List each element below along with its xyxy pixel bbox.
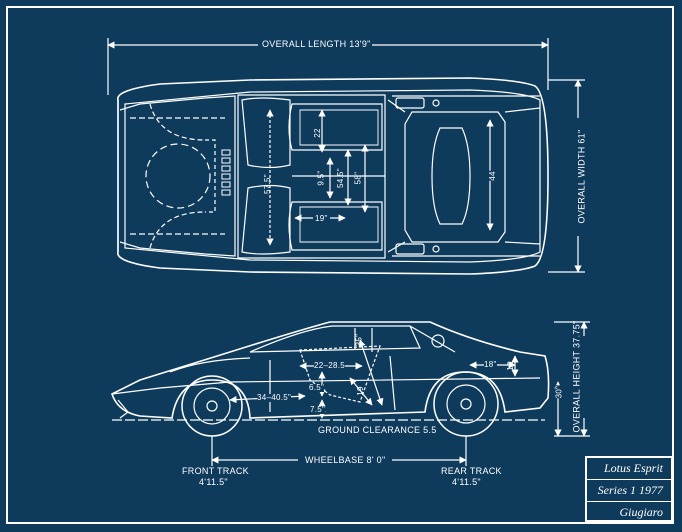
dim-34-40-5-label: 34–40.5" [257,393,292,402]
title-designer: Giugiaro [619,505,663,519]
dim-9-5-label: 9.5" [316,170,326,186]
drawing-border [6,6,674,524]
front-track-title: FRONT TRACK [182,466,249,476]
dim-22-28-5-label: 22–28.5 [314,361,346,370]
dim-58-label: 58" [353,171,363,185]
dim-18-label: 18" [484,360,497,369]
car-top-view [107,38,585,275]
title-model: Lotus Esprit [587,458,671,480]
dim-10-label: 10 [505,361,515,371]
dim-6-5-label: 6.5" [309,383,325,392]
dim-54-5-label: 54.5" [335,168,345,188]
dim-7-5-label: 7.5" [310,405,326,414]
rear-track-value: 4'11.5" [452,477,481,487]
wheelbase-label: WHEELBASE 8' 0" [305,455,386,465]
dim-19-label: 19" [313,214,330,223]
overall-height-label: OVERALL HEIGHT 37.75" [571,320,582,433]
dim-30-label: 30" [554,385,564,399]
title-series: Series 1 1977 [587,480,671,502]
dim-35-label: 35" [354,333,364,347]
title-block: Lotus Esprit Series 1 1977 Giugiaro [585,456,673,522]
overall-length-label: OVERALL LENGTH 13'9" [262,39,371,49]
rear-track-title: REAR TRACK [441,466,502,476]
overall-width-label: OVERALL WIDTH 61" [576,129,587,224]
ground-clearance-label: GROUND CLEARANCE 5.5 [318,425,437,435]
dim-57-5-label: 57.5" [262,174,272,194]
dim-44-label: 44 [487,171,497,181]
dim-19-side-label: 19 [355,386,365,396]
dim-22-label: 22 [312,128,322,138]
front-track-value: 4'11.5" [199,477,228,487]
car-side-view [111,321,590,466]
